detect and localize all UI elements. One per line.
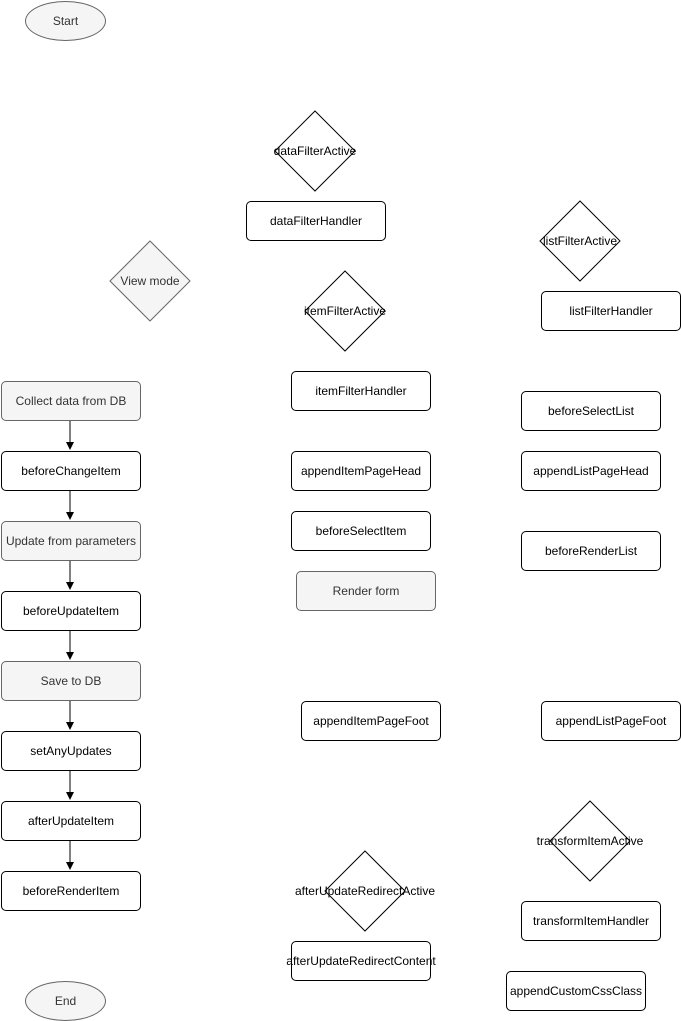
before-update-item-box[interactable]: beforeUpdateItem — [1, 591, 141, 631]
view-mode-label: View mode — [120, 274, 180, 288]
before-render-item-box[interactable]: beforeRenderItem — [1, 871, 141, 911]
transform-item-active-diamond[interactable] — [549, 800, 631, 882]
collect-data-box[interactable]: Collect data from DB — [1, 381, 141, 421]
data-filter-handler-box[interactable]: dataFilterHandler — [246, 201, 386, 241]
before-render-list-box[interactable]: beforeRenderList — [521, 531, 661, 571]
append-item-page-foot-box[interactable]: appendItemPageFoot — [301, 701, 441, 741]
list-filter-active-label: listFilterActive — [542, 234, 617, 248]
after-update-item-box[interactable]: afterUpdateItem — [1, 801, 141, 841]
append-item-page-head-box[interactable]: appendItemPageHead — [291, 451, 431, 491]
end-terminal[interactable]: End — [25, 981, 106, 1021]
list-filter-active-diamond[interactable] — [539, 200, 621, 282]
data-filter-active-label: dataFilterActive — [273, 144, 357, 158]
update-from-parameters-box[interactable]: Update from parameters — [1, 521, 141, 561]
append-list-page-foot-box[interactable]: appendListPageFoot — [541, 701, 681, 741]
transform-item-handler-box[interactable]: transformItemHandler — [521, 901, 661, 941]
item-filter-active-label: itemFilterActive — [303, 304, 386, 318]
save-to-db-box[interactable]: Save to DB — [1, 661, 141, 701]
data-filter-active-diamond[interactable] — [274, 110, 356, 192]
transform-item-active-label: transformItemActive — [536, 834, 644, 848]
after-update-redirect-active-label: afterUpdateRedirectActive — [294, 884, 436, 898]
list-filter-handler-box[interactable]: listFilterHandler — [541, 291, 681, 331]
item-filter-active-diamond[interactable] — [304, 270, 386, 352]
view-mode-diamond[interactable] — [109, 240, 191, 322]
item-filter-handler-box[interactable]: itemFilterHandler — [291, 371, 431, 411]
after-update-redirect-active-diamond[interactable] — [324, 850, 406, 932]
append-list-page-head-box[interactable]: appendListPageHead — [521, 451, 661, 491]
set-any-updates-box[interactable]: setAnyUpdates — [1, 731, 141, 771]
before-change-item-box[interactable]: beforeChangeItem — [1, 451, 141, 491]
start-terminal[interactable]: Start — [25, 1, 106, 41]
before-select-list-box[interactable]: beforeSelectList — [521, 391, 661, 431]
before-select-item-box[interactable]: beforeSelectItem — [291, 511, 431, 551]
render-form-box[interactable]: Render form — [296, 571, 436, 611]
append-custom-css-class-box[interactable]: appendCustomCssClass — [506, 971, 646, 1011]
after-update-redirect-content-box[interactable]: afterUpdateRedirectContent — [286, 941, 436, 981]
